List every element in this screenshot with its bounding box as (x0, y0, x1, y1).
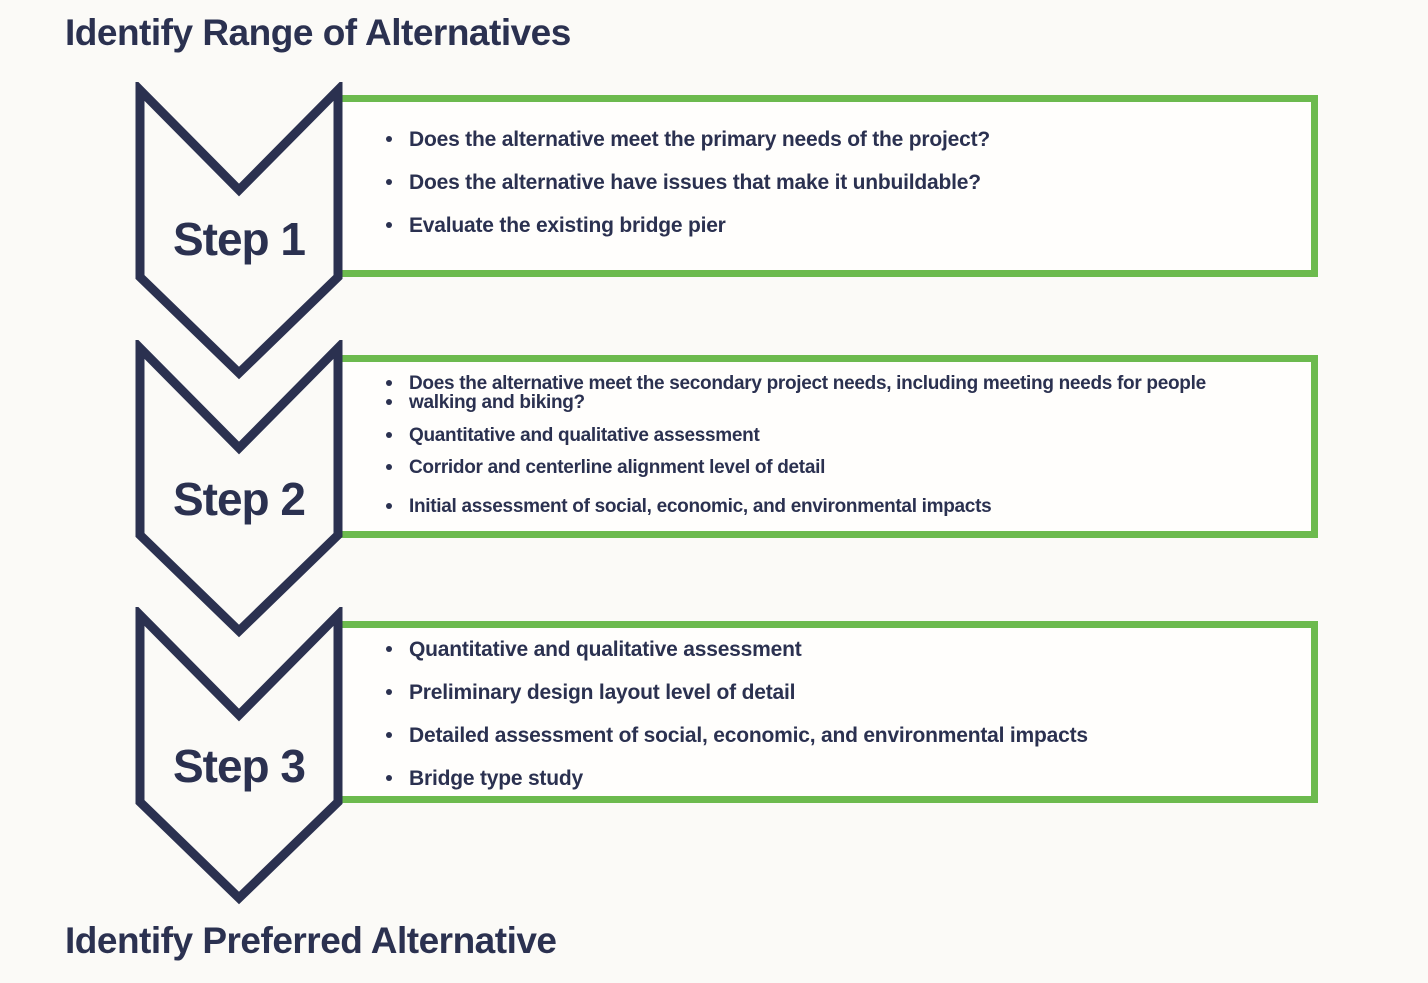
bullet-item: Does the alternative have issues that ma… (386, 172, 1293, 193)
bullet-dot-icon (386, 775, 392, 781)
bullet-dot-icon (386, 503, 392, 509)
bullet-item: walking and biking? (386, 393, 1293, 412)
step-3-criteria-box: Quantitative and qualitative assessment … (334, 621, 1318, 803)
diagram-title-bottom: Identify Preferred Alternative (65, 920, 557, 961)
step-2-criteria-box: Does the alternative meet the secondary … (334, 355, 1318, 538)
bullet-item: Does the alternative meet the primary ne… (386, 129, 1293, 150)
bullet-text: Quantitative and qualitative assessment (409, 638, 802, 661)
step-2-chevron-arrow-icon (135, 340, 343, 638)
bullet-item: Quantitative and qualitative assessment (386, 639, 1293, 660)
step-2-label: Step 2 (172, 473, 306, 525)
bullet-dot-icon (386, 464, 392, 470)
bullet-dot-icon (386, 380, 392, 386)
bullet-item: Detailed assessment of social, economic,… (386, 725, 1293, 746)
bullet-text: Does the alternative meet the secondary … (409, 373, 1206, 394)
step-3-chevron-arrow-icon (135, 607, 343, 905)
bullet-dot-icon (386, 136, 392, 142)
bullet-dot-icon (386, 732, 392, 738)
bullet-text: walking and biking? (409, 392, 585, 413)
bullet-dot-icon (386, 432, 392, 438)
step-1-label: Step 1 (172, 213, 306, 265)
bullet-item: Quantitative and qualitative assessment (386, 426, 1293, 445)
bullet-text: Detailed assessment of social, economic,… (409, 724, 1088, 747)
bullet-dot-icon (386, 689, 392, 695)
bullet-item: Initial assessment of social, economic, … (386, 497, 1293, 516)
bullet-text: Quantitative and qualitative assessment (409, 425, 760, 446)
bullet-item: Corridor and centerline alignment level … (386, 458, 1293, 477)
bullet-dot-icon (386, 646, 392, 652)
bullet-item: Evaluate the existing bridge pier (386, 215, 1293, 236)
bullet-text: Evaluate the existing bridge pier (409, 214, 726, 237)
bullet-text: Preliminary design layout level of detai… (409, 681, 796, 704)
bullet-item: Preliminary design layout level of detai… (386, 682, 1293, 703)
bullet-text: Bridge type study (409, 767, 583, 790)
bullet-item: Bridge type study (386, 768, 1293, 789)
bullet-text: Corridor and centerline alignment level … (409, 457, 826, 478)
bullet-dot-icon (386, 222, 392, 228)
diagram-title-top: Identify Range of Alternatives (65, 12, 571, 53)
bullet-dot-icon (386, 399, 392, 405)
step-3-label: Step 3 (172, 740, 306, 792)
bullet-dot-icon (386, 179, 392, 185)
step-1-chevron-arrow-icon (135, 82, 343, 380)
bullet-text: Does the alternative have issues that ma… (409, 171, 981, 194)
bullet-item: Does the alternative meet the secondary … (386, 374, 1293, 393)
bullet-text: Does the alternative meet the primary ne… (409, 128, 991, 151)
bullet-text: Initial assessment of social, economic, … (409, 496, 992, 517)
step-1-criteria-box: Does the alternative meet the primary ne… (334, 95, 1318, 277)
